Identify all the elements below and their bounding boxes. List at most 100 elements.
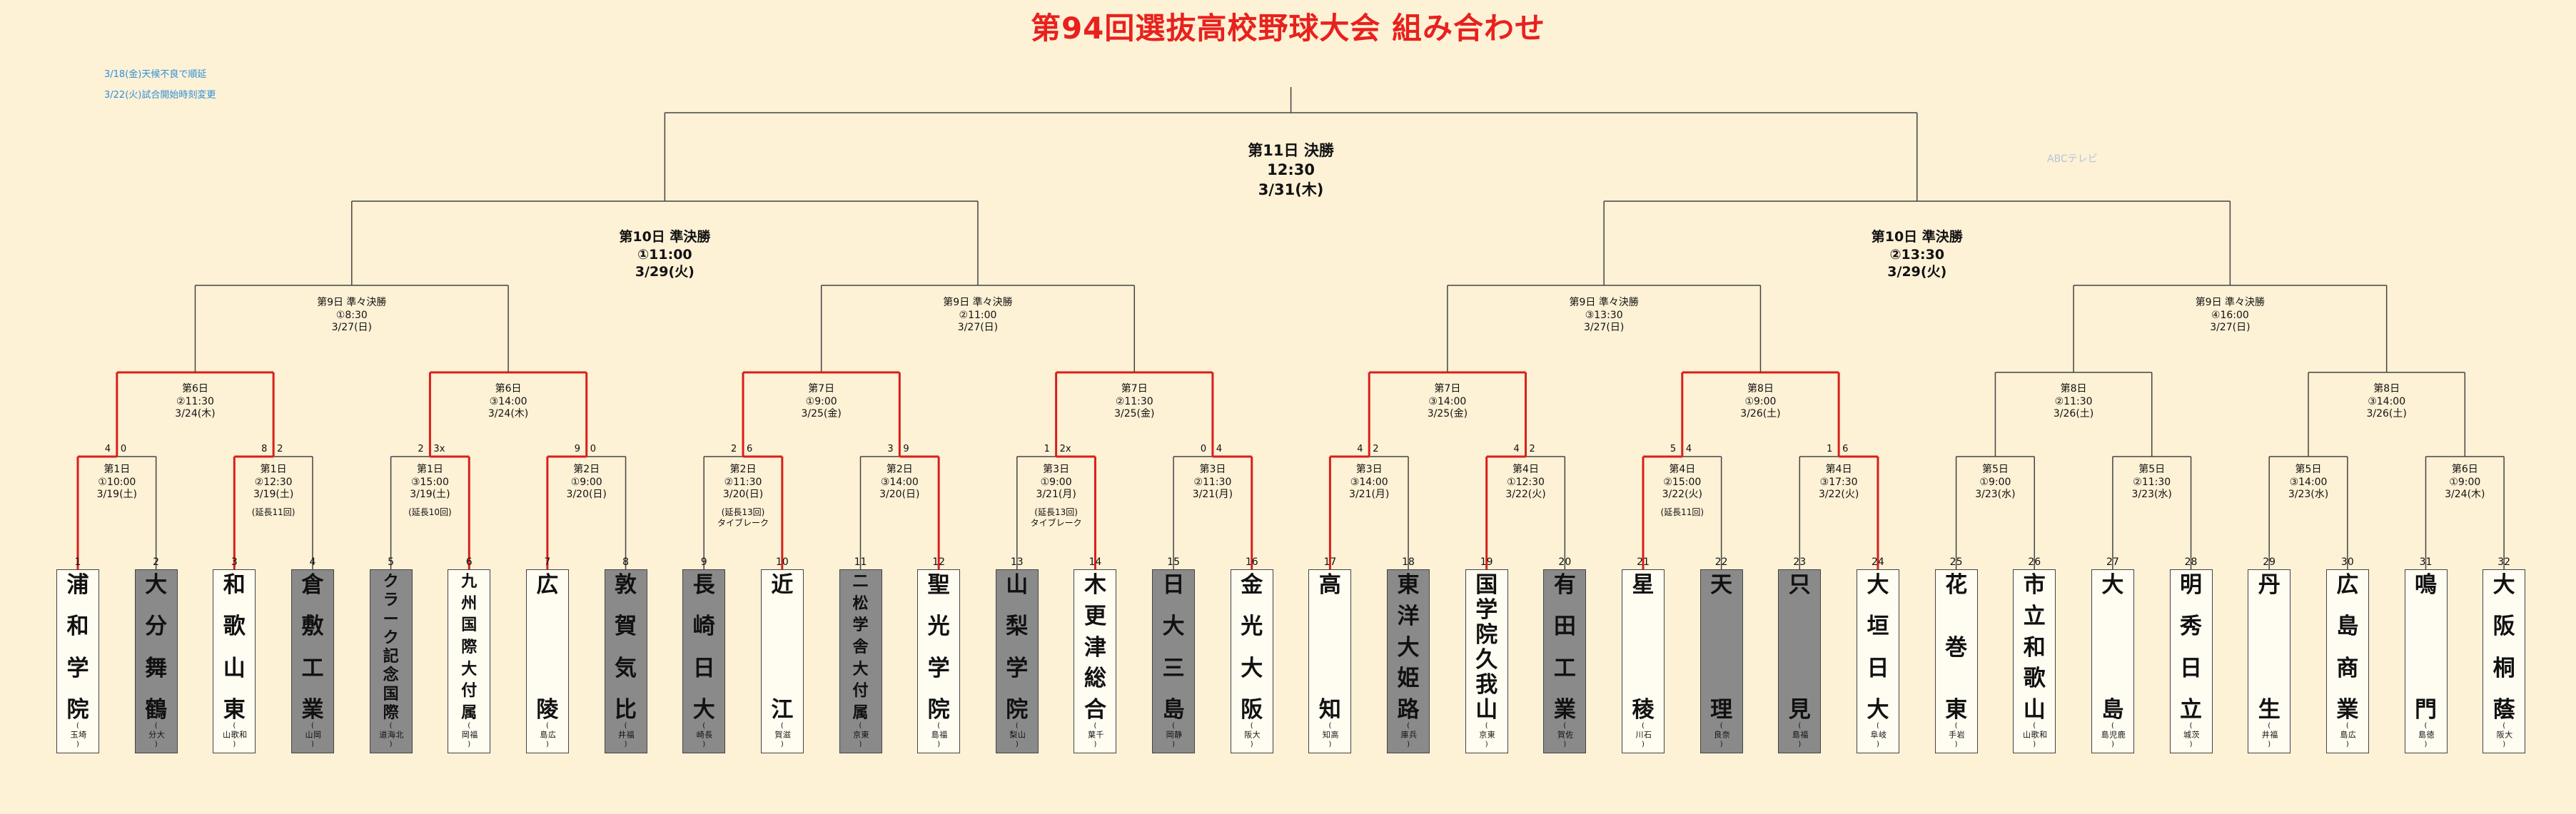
prefecture-name: 佐賀 bbox=[1556, 730, 1574, 738]
team-box[interactable]: クラーク記念国際(北海道) bbox=[369, 569, 413, 753]
seed-number: 25 bbox=[1949, 556, 1963, 568]
match-label-r1-line-2: 3/20(日) bbox=[879, 489, 920, 500]
match-label-r2-line-0: 第8日 bbox=[1747, 383, 1774, 395]
prefecture-name: 山梨 bbox=[1008, 730, 1026, 738]
team-box[interactable]: 山梨学院(山梨) bbox=[995, 569, 1039, 753]
team-name: 星稜 bbox=[1632, 572, 1655, 723]
prefecture-name: 長崎 bbox=[695, 730, 713, 738]
match-label-r1-line-2: 3/23(水) bbox=[2131, 489, 2172, 500]
match-note: (延長13回) bbox=[1034, 507, 1078, 517]
match-label-r1-line-2: 3/24(木) bbox=[2445, 489, 2485, 500]
prefecture-name: 徳島 bbox=[2417, 730, 2435, 738]
team-prefecture: (石川) bbox=[1635, 722, 1652, 748]
team-name: 近江 bbox=[771, 572, 794, 723]
team-box[interactable]: 二松学舎大付属(東京) bbox=[839, 569, 882, 753]
team-box[interactable]: 大阪桐蔭(大阪) bbox=[2482, 569, 2526, 753]
seed-number: 21 bbox=[1637, 556, 1650, 568]
match-label-quarterfinal-line-2: 3/27(日) bbox=[331, 322, 372, 333]
team-box[interactable]: 鳴門(徳島) bbox=[2404, 569, 2448, 753]
seed-number: 14 bbox=[1089, 556, 1102, 568]
team-prefecture: (福岡) bbox=[460, 722, 478, 748]
team-box[interactable]: 敦賀気比(福井) bbox=[604, 569, 647, 753]
team-box[interactable]: 九州国際大付属(福岡) bbox=[448, 569, 491, 753]
team-box[interactable]: 天理(奈良) bbox=[1699, 569, 1743, 753]
team-box[interactable]: 木更津総合(千葉) bbox=[1074, 569, 1117, 753]
match-label-r1-line-0: 第1日 bbox=[260, 464, 287, 475]
team-prefecture: (北海道) bbox=[378, 722, 404, 748]
team-box[interactable]: 星稜(石川) bbox=[1622, 569, 1665, 753]
team-box[interactable]: 明秀日立(茨城) bbox=[2169, 569, 2213, 753]
match-label-r1-line-0: 第2日 bbox=[729, 464, 757, 475]
team-box[interactable]: 東洋大姫路(兵庫) bbox=[1387, 569, 1430, 753]
team-box[interactable]: 国学院久我山(東京) bbox=[1465, 569, 1508, 753]
page-title: 第94回選抜高校野球大会 組み合わせ bbox=[1030, 11, 1546, 46]
match-label-r2-line-0: 第6日 bbox=[182, 383, 208, 395]
match-note: (延長11回) bbox=[251, 507, 296, 517]
team-box[interactable]: 大島(鹿児島) bbox=[2091, 569, 2134, 753]
match-label-r2-line-2: 3/25(金) bbox=[1427, 408, 1468, 419]
score-a: 1 bbox=[1827, 444, 1833, 454]
score-a: 2 bbox=[418, 444, 424, 454]
match-label-r1-line-1: ②11:30 bbox=[1193, 476, 1232, 488]
seed-number: 31 bbox=[2419, 556, 2433, 568]
team-prefecture: (岡山) bbox=[303, 722, 322, 748]
team-box[interactable]: 只見(福島) bbox=[1778, 569, 1822, 753]
match-label-quarterfinal-line-1: ④16:00 bbox=[2211, 309, 2249, 321]
team-box[interactable]: 聖光学院(福島) bbox=[917, 569, 961, 753]
match-label-r1-line-2: 3/21(月) bbox=[1349, 489, 1390, 500]
match-note: (延長13回) bbox=[721, 507, 765, 517]
match-label-r1-line-0: 第5日 bbox=[2295, 464, 2322, 475]
match-label-r2-line-1: ②11:30 bbox=[2054, 395, 2093, 407]
team-box[interactable]: 丹生(福井) bbox=[2248, 569, 2291, 753]
team-box[interactable]: 広島商業(広島) bbox=[2325, 569, 2369, 753]
match-label-r1-line-1: ①9:00 bbox=[1979, 476, 2011, 488]
team-box[interactable]: 倉敷工業(岡山) bbox=[291, 569, 334, 753]
match-label-r1-line-0: 第5日 bbox=[2138, 464, 2166, 475]
team-name: 九州国際大付属 bbox=[461, 573, 478, 722]
match-label-r2-line-1: ②11:30 bbox=[1115, 395, 1153, 407]
team-prefecture: (和歌山) bbox=[2021, 722, 2048, 748]
seed-number: 6 bbox=[465, 556, 473, 568]
team-box[interactable]: 長崎日大(長崎) bbox=[682, 569, 726, 753]
match-label-r1-line-2: 3/19(土) bbox=[410, 489, 450, 500]
prefecture-name: 和歌山 bbox=[2021, 730, 2048, 738]
team-box[interactable]: 和歌山東(和歌山) bbox=[213, 569, 256, 753]
team-box[interactable]: 花巻東(岩手) bbox=[1934, 569, 1978, 753]
team-prefecture: (東京) bbox=[1478, 722, 1496, 748]
team-prefecture: (長崎) bbox=[695, 722, 713, 748]
team-box[interactable]: 近江(滋賀) bbox=[760, 569, 804, 753]
team-name: 有田工業 bbox=[1553, 572, 1576, 723]
prefecture-name: 岐阜 bbox=[1869, 730, 1887, 738]
match-label-r1-line-1: ②11:30 bbox=[724, 476, 762, 488]
team-box[interactable]: 日大三島(静岡) bbox=[1152, 569, 1196, 753]
team-box[interactable]: 広陵(広島) bbox=[525, 569, 569, 753]
team-box[interactable]: 有田工業(佐賀) bbox=[1543, 569, 1587, 753]
team-box[interactable]: 金光大阪(大阪) bbox=[1230, 569, 1273, 753]
team-prefecture: (広島) bbox=[538, 722, 557, 748]
match-label-r1-line-1: ③17:30 bbox=[1819, 476, 1858, 488]
match-label-r1-line-0: 第2日 bbox=[886, 464, 913, 475]
team-box[interactable]: 高知(高知) bbox=[1308, 569, 1352, 753]
match-label-r2-line-0: 第7日 bbox=[1121, 383, 1148, 395]
seed-number: 16 bbox=[1245, 556, 1258, 568]
team-box[interactable]: 市立和歌山(和歌山) bbox=[2013, 569, 2056, 753]
prefecture-name: 東京 bbox=[1478, 730, 1496, 738]
team-name: 花巻東 bbox=[1945, 572, 1968, 723]
team-box[interactable]: 大垣日大(岐阜) bbox=[1856, 569, 1899, 753]
team-box[interactable]: 浦和学院(埼玉) bbox=[56, 569, 99, 753]
team-prefecture: (徳島) bbox=[2417, 722, 2435, 748]
match-label-semifinal-line-0: 第10日 準決勝 bbox=[1871, 229, 1963, 245]
team-box[interactable]: 大分舞鶴(大分) bbox=[134, 569, 178, 753]
match-label-r2-line-0: 第7日 bbox=[808, 383, 835, 395]
team-name: 大阪桐蔭 bbox=[2492, 572, 2515, 723]
